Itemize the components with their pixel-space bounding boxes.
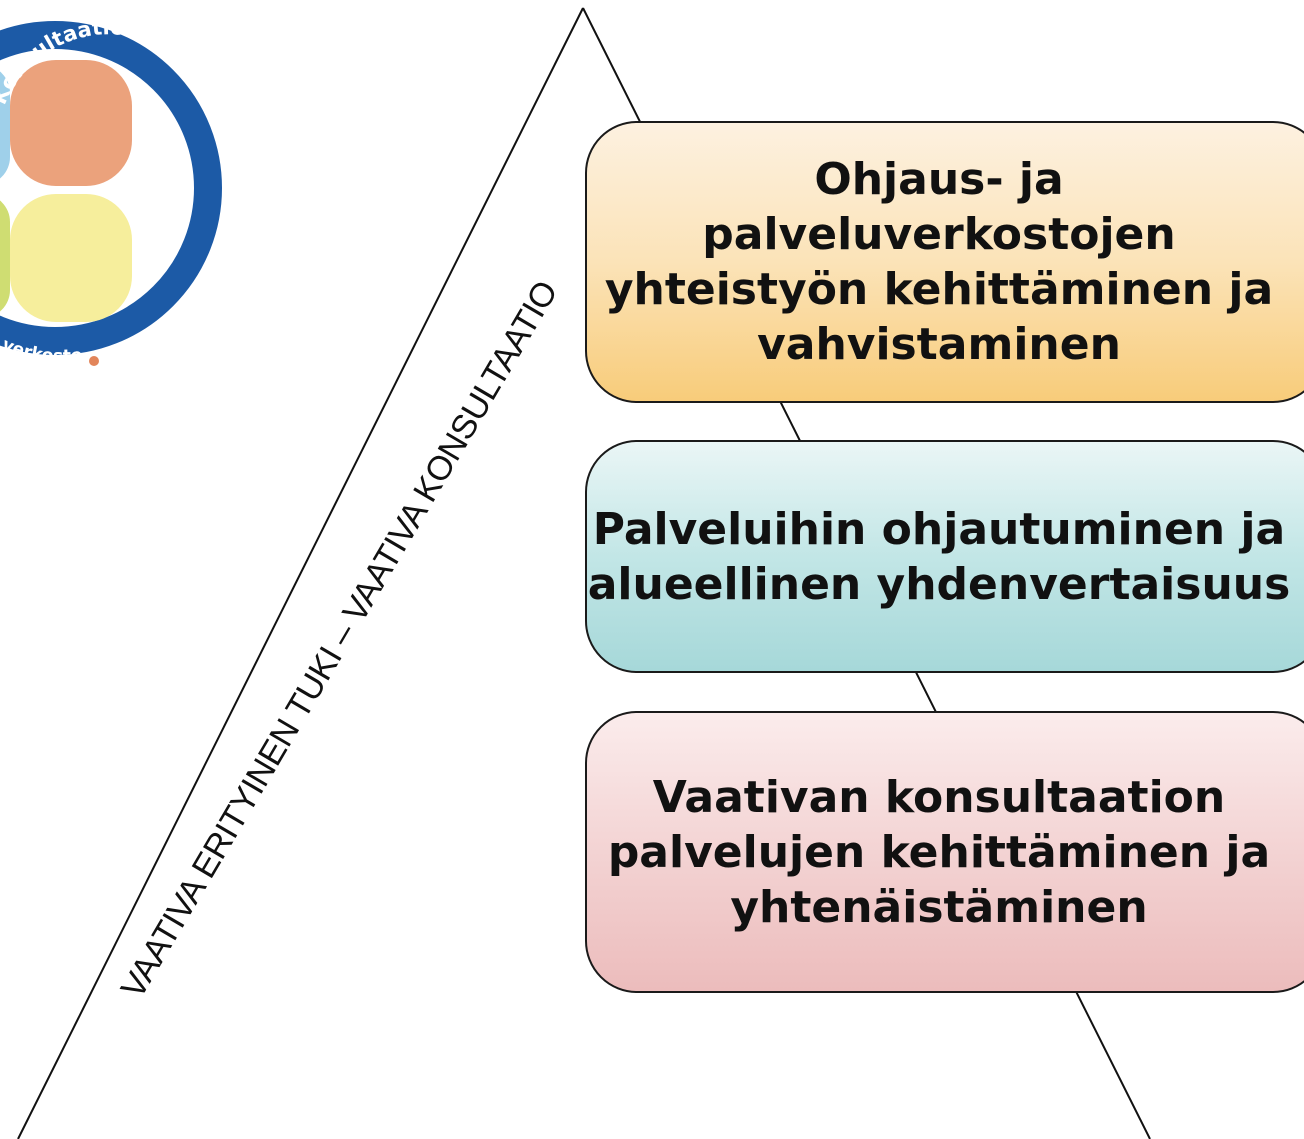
box-consultation-services: Vaativan konsultaation palvelujen kehitt… (585, 711, 1304, 993)
box-service-guidance: Palveluihin ohjautuminen ja alueellinen … (585, 440, 1304, 673)
logo-petal-yellow (10, 194, 132, 322)
logo: Konsultaatio verkosto (0, 15, 222, 367)
logo-petal-blue (0, 71, 10, 179)
box-service-guidance-text: Palveluihin ohjautuminen ja alueellinen … (587, 503, 1291, 610)
triangle-left-edge (17, 7, 584, 1139)
box-network-cooperation: Ohjaus- ja palveluverkostojen yhteistyön… (585, 121, 1304, 403)
logo-dot (89, 356, 99, 366)
logo-petal-orange (10, 60, 132, 186)
box-consultation-services-text: Vaativan konsultaation palvelujen kehitt… (607, 771, 1271, 933)
logo-petal-green (0, 200, 10, 312)
box-network-cooperation-text: Ohjaus- ja palveluverkostojen yhteistyön… (604, 154, 1274, 370)
